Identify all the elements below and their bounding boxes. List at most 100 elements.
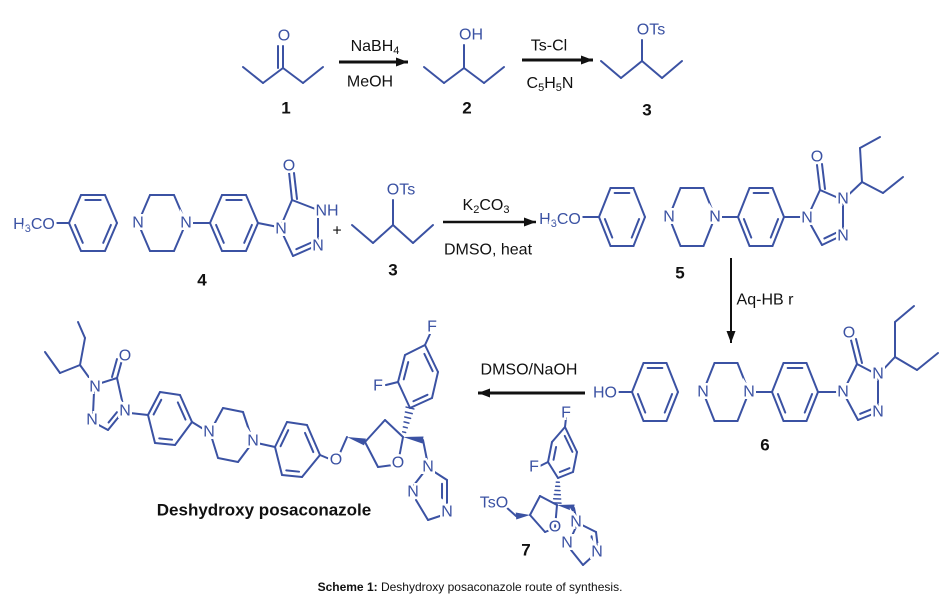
wedge-bond (515, 512, 530, 520)
bond (819, 189, 844, 201)
atom-tso: TsO (480, 495, 508, 512)
reagent-text: C (527, 75, 539, 92)
hashed-bond (401, 431, 407, 434)
atom-n: N (119, 403, 131, 420)
compound-2-label: 2 (462, 99, 471, 118)
bond (598, 187, 612, 218)
bond (424, 333, 431, 346)
bond (281, 474, 303, 478)
bond (539, 461, 549, 467)
bond (742, 218, 753, 239)
bond (552, 445, 558, 461)
bond (209, 407, 224, 433)
bond (147, 391, 161, 416)
bond (505, 506, 517, 517)
bond (570, 549, 584, 566)
bond (215, 223, 225, 244)
bond (665, 362, 679, 393)
atom-n: N (180, 215, 192, 232)
bond (805, 362, 819, 393)
atom-text: CO (557, 211, 581, 228)
bond (384, 419, 404, 438)
bond (771, 362, 785, 393)
bond (551, 426, 566, 443)
subscript: 3 (25, 223, 31, 235)
reagent-text: CO (479, 197, 503, 214)
atom-n: N (591, 544, 603, 561)
bond (392, 224, 414, 244)
bond (803, 393, 814, 414)
subscript: 5 (556, 82, 562, 94)
bond (404, 344, 426, 356)
bond (882, 176, 904, 194)
bond (665, 391, 679, 422)
bond (306, 424, 321, 456)
atom-ots: OTs (387, 182, 415, 199)
bond (544, 527, 556, 533)
bond (771, 391, 785, 422)
arrow-head (396, 57, 408, 67)
bond (245, 194, 259, 224)
bond (237, 441, 254, 463)
bond (59, 364, 81, 374)
bond (857, 411, 879, 421)
bond (582, 554, 595, 566)
bond (859, 147, 863, 183)
bond (286, 421, 308, 426)
bond (529, 495, 541, 516)
caption-text: Deshydroxy posaconazole route of synthes… (378, 580, 623, 594)
bond (424, 344, 439, 373)
atom-n: N (312, 238, 324, 255)
bond (364, 419, 386, 443)
bond (288, 171, 293, 201)
bond (68, 194, 82, 224)
bond (736, 391, 750, 422)
reagent-pyridine: C5H5N (527, 75, 574, 95)
bond (116, 377, 124, 406)
atom-n: N (247, 433, 259, 450)
reagent-nabh4: NaBH4 (351, 38, 400, 58)
bond (319, 454, 333, 461)
bond (94, 422, 109, 431)
bond (630, 218, 641, 239)
bond (274, 446, 283, 476)
bond (894, 356, 918, 371)
bond (603, 218, 614, 239)
bond (821, 234, 844, 246)
bond (176, 401, 187, 421)
bond (859, 407, 874, 415)
atom-f: F (529, 459, 539, 476)
caption-label: Scheme 1: (318, 580, 378, 594)
bond (301, 454, 321, 478)
bond (823, 231, 839, 240)
bond (292, 244, 319, 257)
bond (427, 514, 444, 521)
bond (572, 451, 578, 473)
bond (702, 216, 716, 247)
scheme-caption: Scheme 1: Deshydroxy posaconazole route … (318, 580, 623, 594)
bond (111, 358, 118, 378)
bond (364, 441, 379, 468)
bond (242, 66, 264, 84)
bond (209, 431, 219, 459)
atom-n: N (872, 366, 884, 383)
bond (409, 397, 433, 409)
bond (557, 471, 574, 479)
subscript: 3 (503, 204, 509, 216)
bond (806, 217, 823, 246)
plus-sign: + (332, 223, 341, 240)
bond (769, 218, 780, 239)
bond (104, 194, 118, 224)
bond (256, 442, 276, 448)
bond (152, 398, 163, 416)
bond (154, 442, 176, 446)
atom-o: O (549, 519, 561, 536)
atom-n: N (872, 404, 884, 421)
bond (423, 352, 434, 373)
bond (158, 437, 174, 441)
bond (570, 526, 577, 539)
hashed-bond (403, 421, 410, 424)
atom-n: N (743, 384, 755, 401)
hashed-bond (404, 416, 412, 420)
atom-o-1: O (278, 28, 290, 45)
